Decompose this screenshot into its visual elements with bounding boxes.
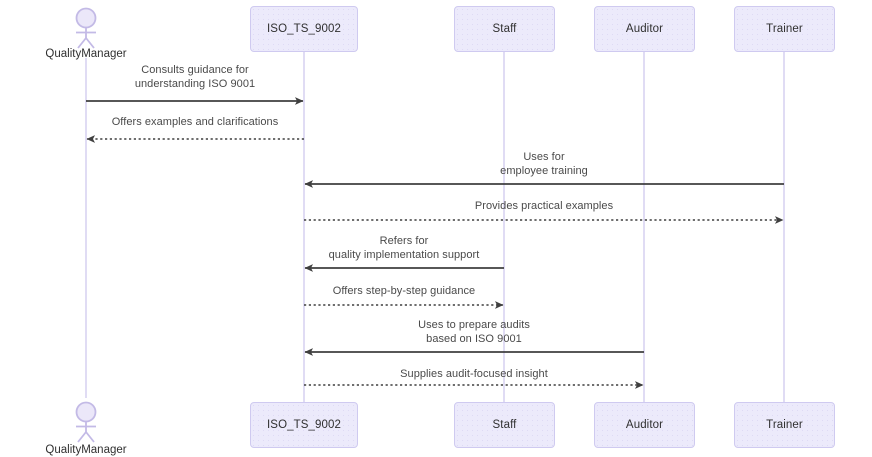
message-label-m5: Refers for quality implementation suppor… [328,235,480,261]
message-label-m4: Provides practical examples [474,200,614,212]
participant-box-iso-top[interactable]: ISO_TS_9002 [250,6,358,52]
participant-box-staff-bottom[interactable]: Staff [454,402,555,448]
message-arrows-group [86,97,784,389]
actor-label-bottom: QualityManager [45,444,127,456]
participant-label-auditor: Auditor [625,419,664,431]
message-label-m1: Consults guidance for understanding ISO … [134,64,256,90]
participant-box-auditor-top[interactable]: Auditor [594,6,695,52]
actor-stick-figure-bottom [75,401,97,443]
message-label-m3: Uses for employee training [500,151,588,177]
message-label-m8: Supplies audit-focused insight [400,368,548,380]
participant-box-auditor-bottom[interactable]: Auditor [594,402,695,448]
message-label-m2: Offers examples and clarifications [111,116,279,128]
lifelines-group [85,52,785,402]
participant-label-trainer: Trainer [766,23,803,35]
participant-box-iso-bottom[interactable]: ISO_TS_9002 [250,402,358,448]
actor-stick-figure-top [75,7,97,49]
participant-label-iso: ISO_TS_9002 [267,419,341,431]
participant-box-staff-top[interactable]: Staff [454,6,555,52]
participant-box-trainer-top[interactable]: Trainer [734,6,835,52]
participant-box-trainer-bottom[interactable]: Trainer [734,402,835,448]
message-label-m7: Uses to prepare audits based on ISO 9001 [418,319,530,345]
participant-label-iso: ISO_TS_9002 [267,23,341,35]
participant-label-staff: Staff [492,419,517,431]
actor-label-top: QualityManager [45,48,127,60]
participant-label-auditor: Auditor [625,23,664,35]
participant-label-staff: Staff [492,23,517,35]
participant-label-trainer: Trainer [766,419,803,431]
actor-glyph-group [75,7,97,443]
message-label-m6: Offers step-by-step guidance [332,285,476,297]
